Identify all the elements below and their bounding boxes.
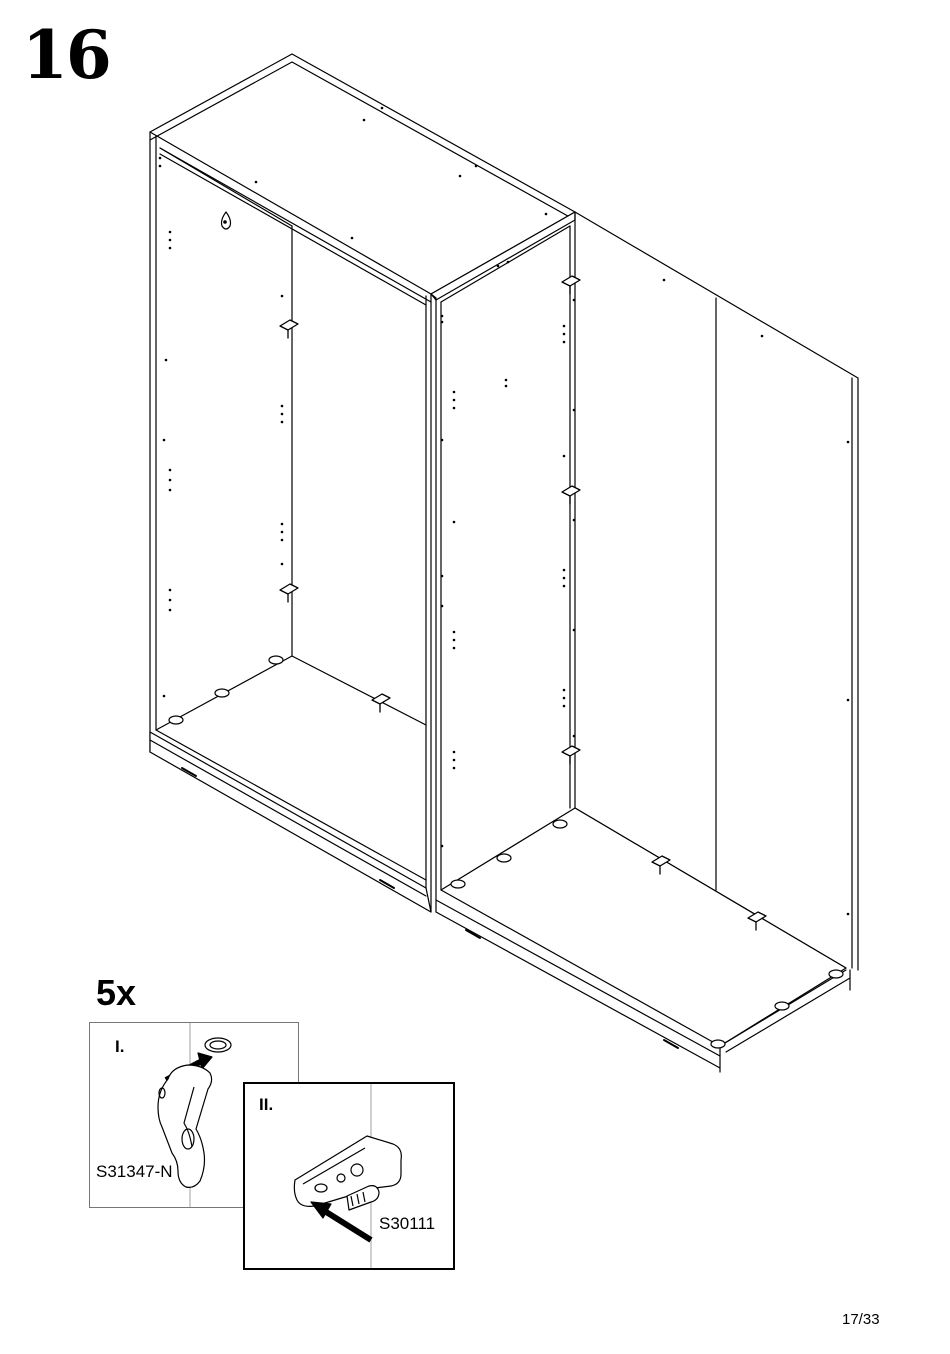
cover-cap-icon — [205, 1038, 231, 1052]
cam-fitting-icon — [158, 1065, 212, 1187]
left-carcass — [150, 54, 575, 912]
hinge-brackets — [280, 276, 766, 930]
hanging-hook — [222, 212, 231, 229]
page-number: 17/33 — [842, 1312, 880, 1327]
right-carcass — [431, 212, 858, 1072]
fitting-quantity: 5x — [96, 975, 136, 1011]
screw-fixing-illustration — [245, 1084, 453, 1268]
detail-panel-2: II. S30111 — [243, 1082, 455, 1270]
insert-arrow-icon — [323, 1210, 371, 1240]
